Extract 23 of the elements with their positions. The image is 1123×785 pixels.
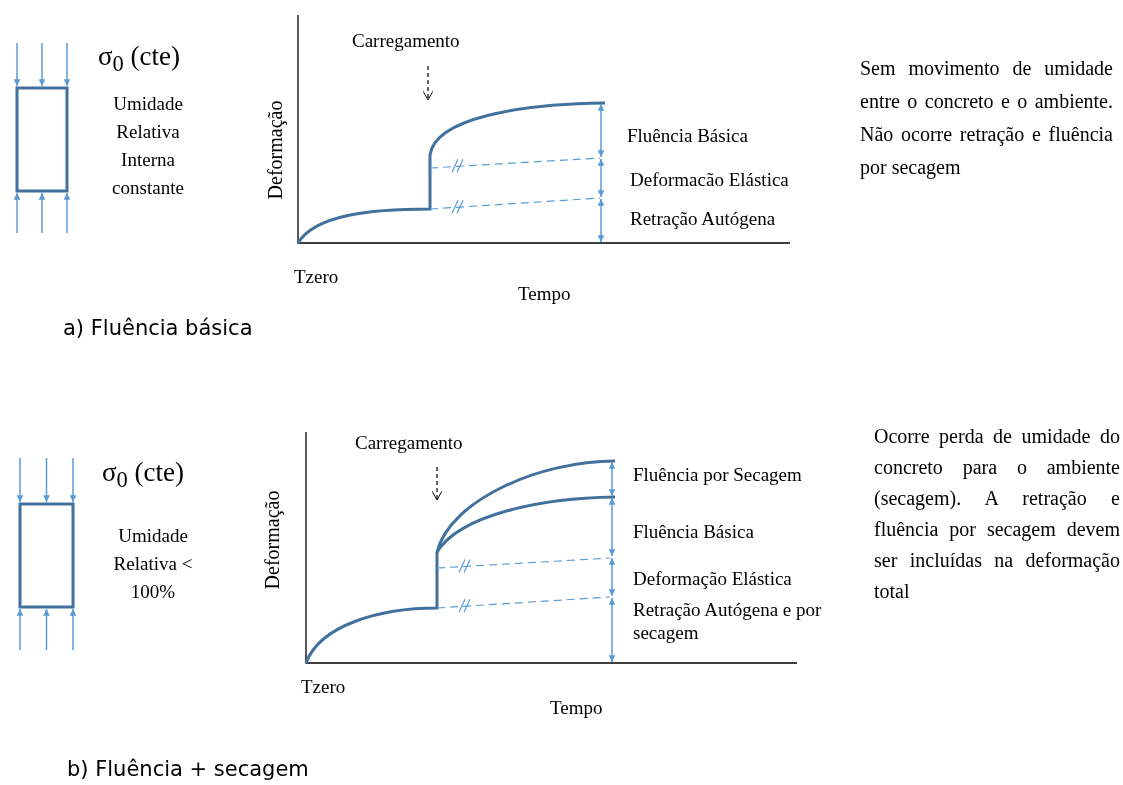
specimen-note: Umidade Relativa Interna constante	[111, 92, 185, 200]
component-label: Fluência por Secagem	[633, 464, 803, 487]
axis-label: Deformação	[260, 489, 284, 592]
description-text: Ocorre perda de umidade do concreto para o ambiente (secagem). A retração e fluência por secagem devem ser incluídas na deformação total	[874, 424, 1120, 604]
specimen-note: Umidade Relativa < 100%	[112, 524, 194, 604]
panel-caption: a) Fluência básica	[63, 316, 254, 342]
component-label: Deformação Elástica	[633, 568, 793, 591]
axis-label: Tzero	[294, 266, 340, 289]
panel-caption: b) Fluência + secagem	[67, 757, 310, 783]
description-text: Sem movimento de umidade entre o concreto e o ambiente. Não ocorre retração e fluência por secagem	[860, 56, 1113, 181]
stress-label: σ$_{0}$ (cte)	[102, 456, 185, 494]
component-label: Fluência Básica	[627, 125, 749, 148]
axis-label: Tempo	[518, 283, 572, 306]
axis-label: Deformação	[263, 99, 287, 202]
axis-label: Tempo	[550, 697, 604, 720]
component-label: Deformacão Elástica	[630, 169, 790, 192]
stress-label: σ$_{0}$ (cte)	[98, 40, 181, 78]
component-label: Retração Autógena e por secagem	[633, 599, 823, 645]
component-label: Retração Autógena	[630, 208, 777, 231]
load-label: Carregamento	[355, 432, 464, 455]
component-label: Fluência Básica	[633, 521, 755, 544]
load-label: Carregamento	[352, 30, 461, 53]
axis-label: Tzero	[301, 676, 347, 699]
